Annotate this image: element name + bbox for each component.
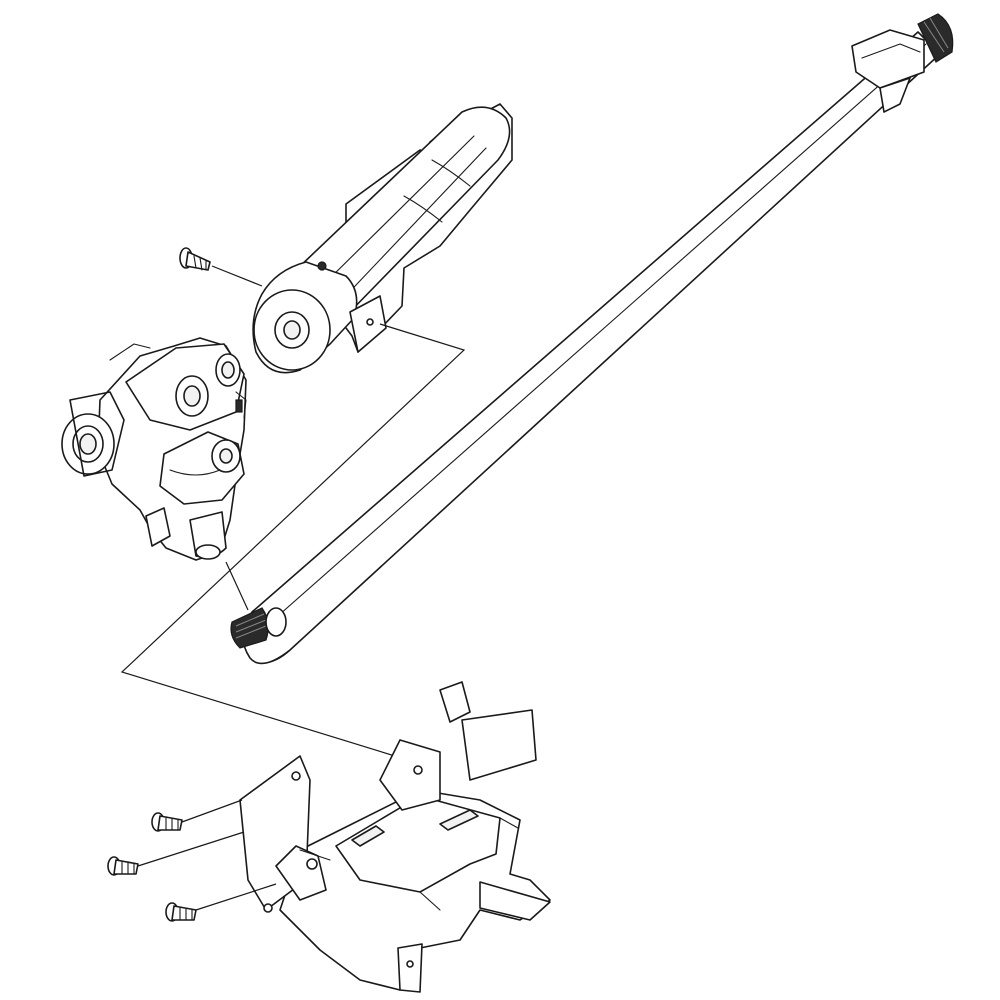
screw bbox=[179, 247, 211, 271]
screw bbox=[151, 812, 183, 832]
water-valve bbox=[61, 337, 247, 561]
mounting-bracket bbox=[239, 681, 551, 993]
fill-cup-assembly bbox=[252, 103, 513, 374]
tube-clip-top bbox=[851, 29, 925, 113]
fill-tube bbox=[230, 13, 954, 665]
screw bbox=[165, 902, 197, 922]
tube-thread-bottom bbox=[230, 607, 287, 649]
screw bbox=[107, 856, 139, 876]
tube-thread-top bbox=[917, 13, 954, 63]
